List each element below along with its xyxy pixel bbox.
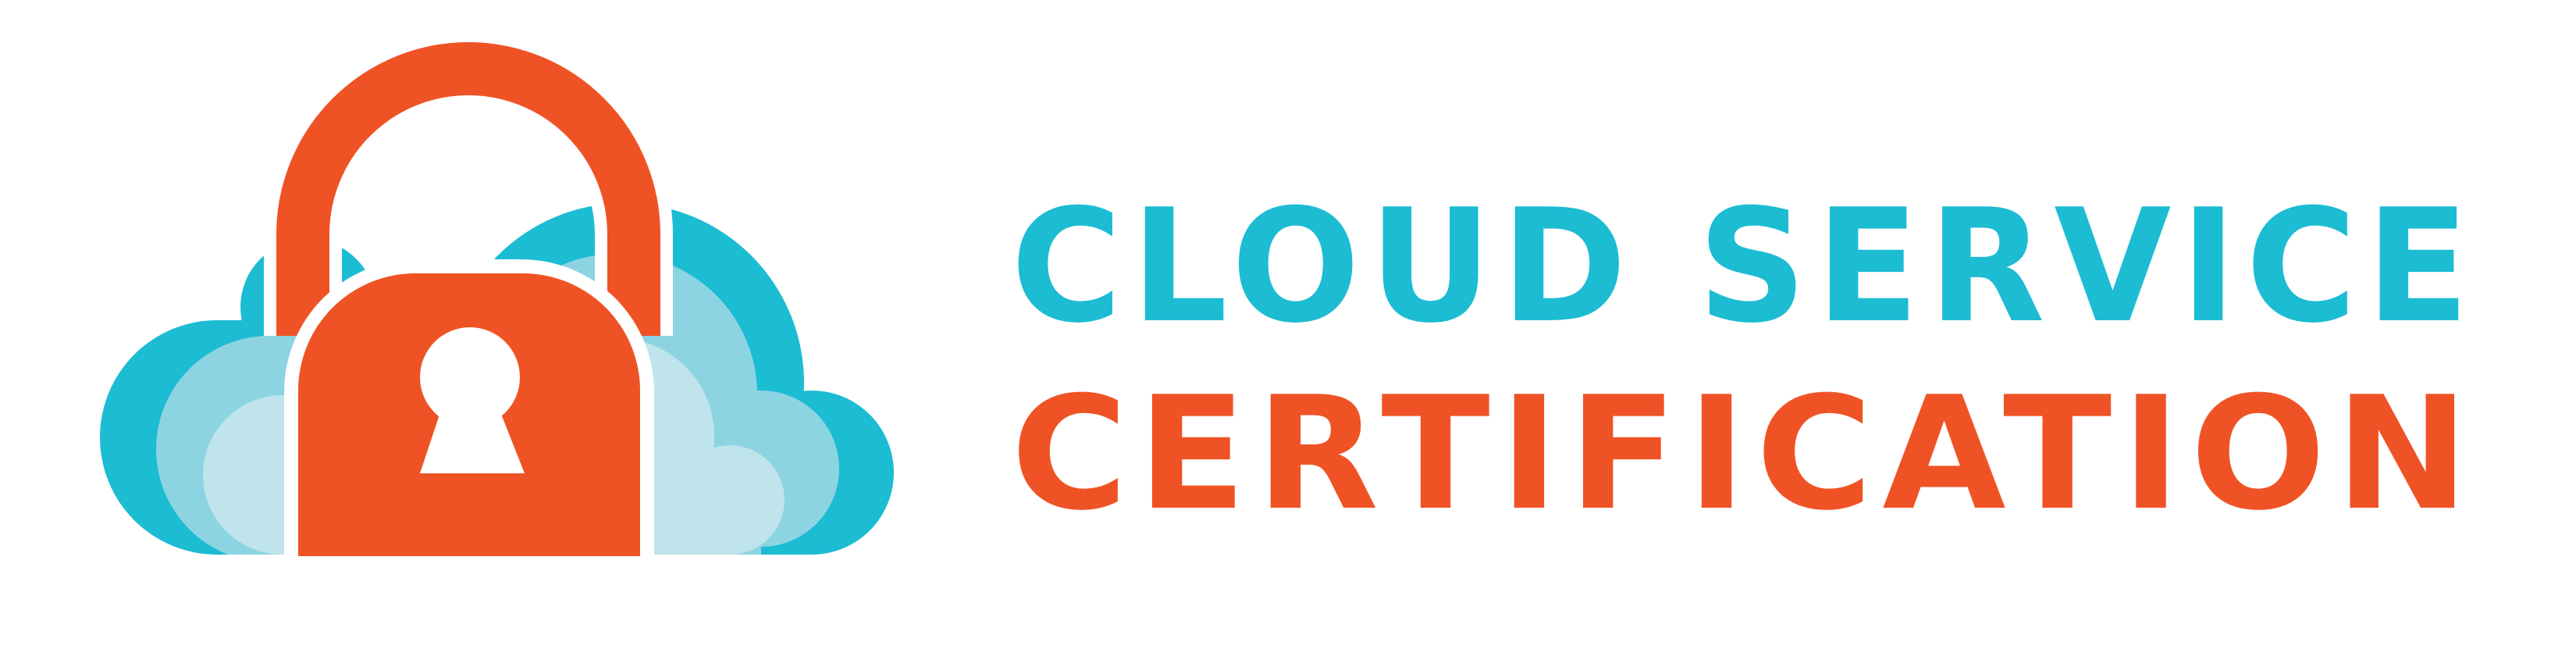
keyhole-icon xyxy=(420,327,525,473)
keyhole-slot xyxy=(420,398,525,473)
lock-shackle xyxy=(276,42,660,336)
cloud-padlock-icon xyxy=(0,0,937,650)
brand-line-1-text: CLOUD SERVICE xyxy=(1011,203,2478,358)
brand-line-1: CLOUD SERVICE xyxy=(1011,203,2494,359)
padlock-icon xyxy=(264,30,673,572)
brand-line-2: CERTIFICATION xyxy=(1011,391,2494,547)
brand-line-2-text: CERTIFICATION xyxy=(1011,391,2478,545)
